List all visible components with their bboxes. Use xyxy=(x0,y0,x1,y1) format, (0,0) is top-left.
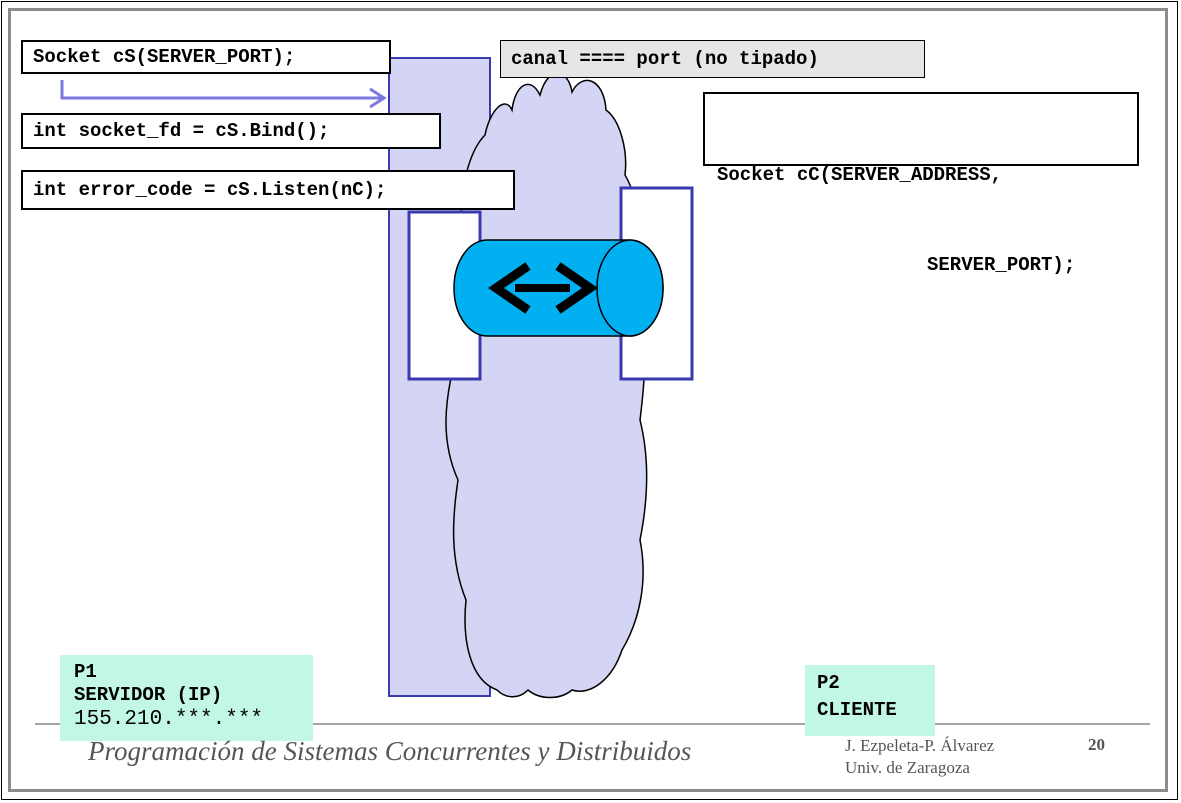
bind-code: int socket_fd = cS.Bind(); xyxy=(21,113,441,149)
footer-author: J. Ezpeleta-P. Álvarez Univ. de Zaragoza xyxy=(845,735,994,779)
connector-arrow xyxy=(60,80,387,109)
footer-course-title: Programación de Sistemas Concurrentes y … xyxy=(88,736,692,766)
footer-university: Univ. de Zaragoza xyxy=(845,758,970,777)
client-socket-code: Socket cC(SERVER_ADDRESS, SERVER_PORT); xyxy=(703,92,1139,276)
client-socket-code-line2: SERVER_PORT); xyxy=(927,254,1076,276)
client-socket-code-line1: Socket cC(SERVER_ADDRESS, xyxy=(717,164,1003,186)
p2-role: CLIENTE xyxy=(817,699,897,721)
footer-author-names: J. Ezpeleta-P. Álvarez xyxy=(845,736,995,755)
slide-inner-frame xyxy=(8,8,1168,792)
p1-ip: 155.210.***.*** xyxy=(74,708,264,731)
listen-code: int error_code = cS.Listen(nC); xyxy=(21,170,515,210)
server-socket-code: Socket cS(SERVER_PORT); xyxy=(21,40,391,74)
network-cloud xyxy=(445,72,648,699)
p1-id: P1 xyxy=(74,661,97,683)
bidirectional-arrow-icon xyxy=(488,262,598,314)
server-process-label: P1 SERVIDOR (IP) 155.210.***.*** xyxy=(60,655,313,741)
p2-id: P2 xyxy=(817,672,840,694)
p1-role: SERVIDOR (IP) xyxy=(74,684,223,706)
page-number: 20 xyxy=(1088,735,1105,754)
channel-note: canal ==== port (no tipado) xyxy=(500,40,925,78)
client-process-label: P2 CLIENTE xyxy=(805,665,935,736)
